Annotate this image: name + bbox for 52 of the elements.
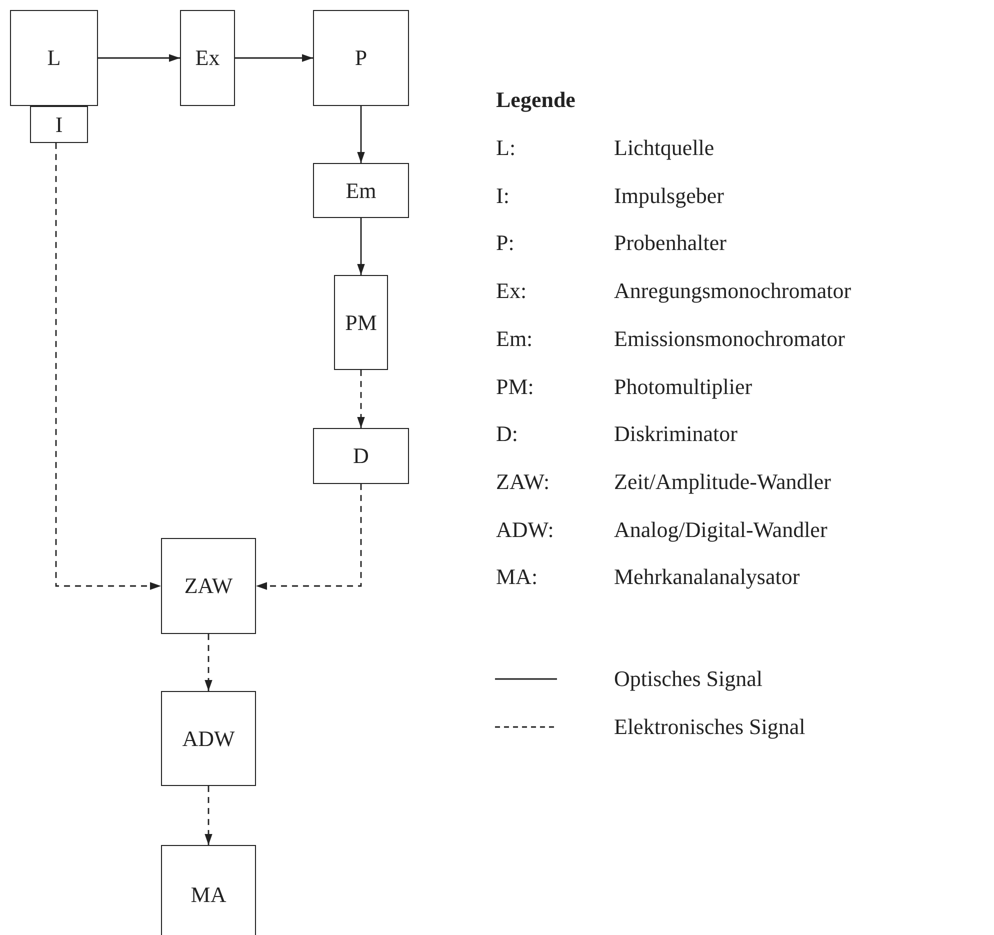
arrow (256, 484, 362, 590)
block-label: ADW (182, 726, 235, 752)
block-box (180, 10, 235, 106)
block-box (30, 106, 88, 143)
block-label: Em (346, 178, 376, 204)
block-label: P (354, 45, 368, 71)
block-box (313, 163, 409, 218)
block-label: PM (345, 310, 377, 336)
block-label: ZAW (184, 573, 233, 599)
abbreviation-meaning: Probenhalter (614, 229, 726, 258)
block-label: MA (190, 882, 226, 908)
block-box (161, 845, 256, 935)
abbreviation-meaning: Diskriminator (614, 420, 738, 448)
abbreviation-meaning: Analog/Digital-Wandler (614, 516, 828, 544)
arrow (357, 370, 365, 428)
legend-text: Elektronisches Signal (614, 713, 806, 741)
abbreviation-meaning: Emissionsmonochromator (614, 324, 845, 353)
block-label: I (55, 112, 63, 138)
abbreviation: Em: (496, 324, 533, 353)
block-box (313, 10, 409, 106)
arrow (357, 106, 365, 163)
arrow (204, 634, 212, 691)
abbreviation-meaning: Impulsgeber (614, 182, 724, 210)
arrow (98, 54, 180, 62)
arrow (55, 143, 161, 590)
abbreviation: Ex: (496, 277, 527, 306)
block-box (161, 538, 256, 634)
abbreviation: ADW: (496, 516, 554, 544)
abbreviation-meaning: Mehrkanalanalysator (614, 563, 800, 592)
legend-heading: Legende (496, 86, 576, 114)
abbreviation: PM: (496, 372, 534, 400)
block-box (161, 691, 256, 786)
block-box (313, 428, 409, 484)
abbreviation: ZAW: (496, 468, 550, 496)
block-box (10, 10, 98, 106)
abbreviation: MA: (496, 563, 538, 592)
abbreviation-meaning: Anregungsmonochromator (614, 277, 852, 306)
arrow (357, 218, 365, 275)
legend-text: Optisches Signal (614, 665, 762, 693)
abbreviation-meaning: Zeit/Amplitude-Wandler (614, 468, 831, 496)
block-label: L (47, 45, 61, 71)
abbreviation: D: (496, 420, 518, 448)
block-label: D (353, 443, 369, 469)
block-box (334, 275, 388, 370)
abbreviation-meaning: Lichtquelle (614, 134, 714, 162)
abbreviation: I: (496, 182, 510, 210)
abbreviation: P: (496, 229, 514, 258)
abbreviation: L: (496, 134, 516, 162)
arrow (204, 786, 212, 845)
arrow (235, 54, 313, 62)
block-label: Ex (195, 45, 220, 71)
abbreviation-meaning: Photomultiplier (614, 372, 752, 400)
